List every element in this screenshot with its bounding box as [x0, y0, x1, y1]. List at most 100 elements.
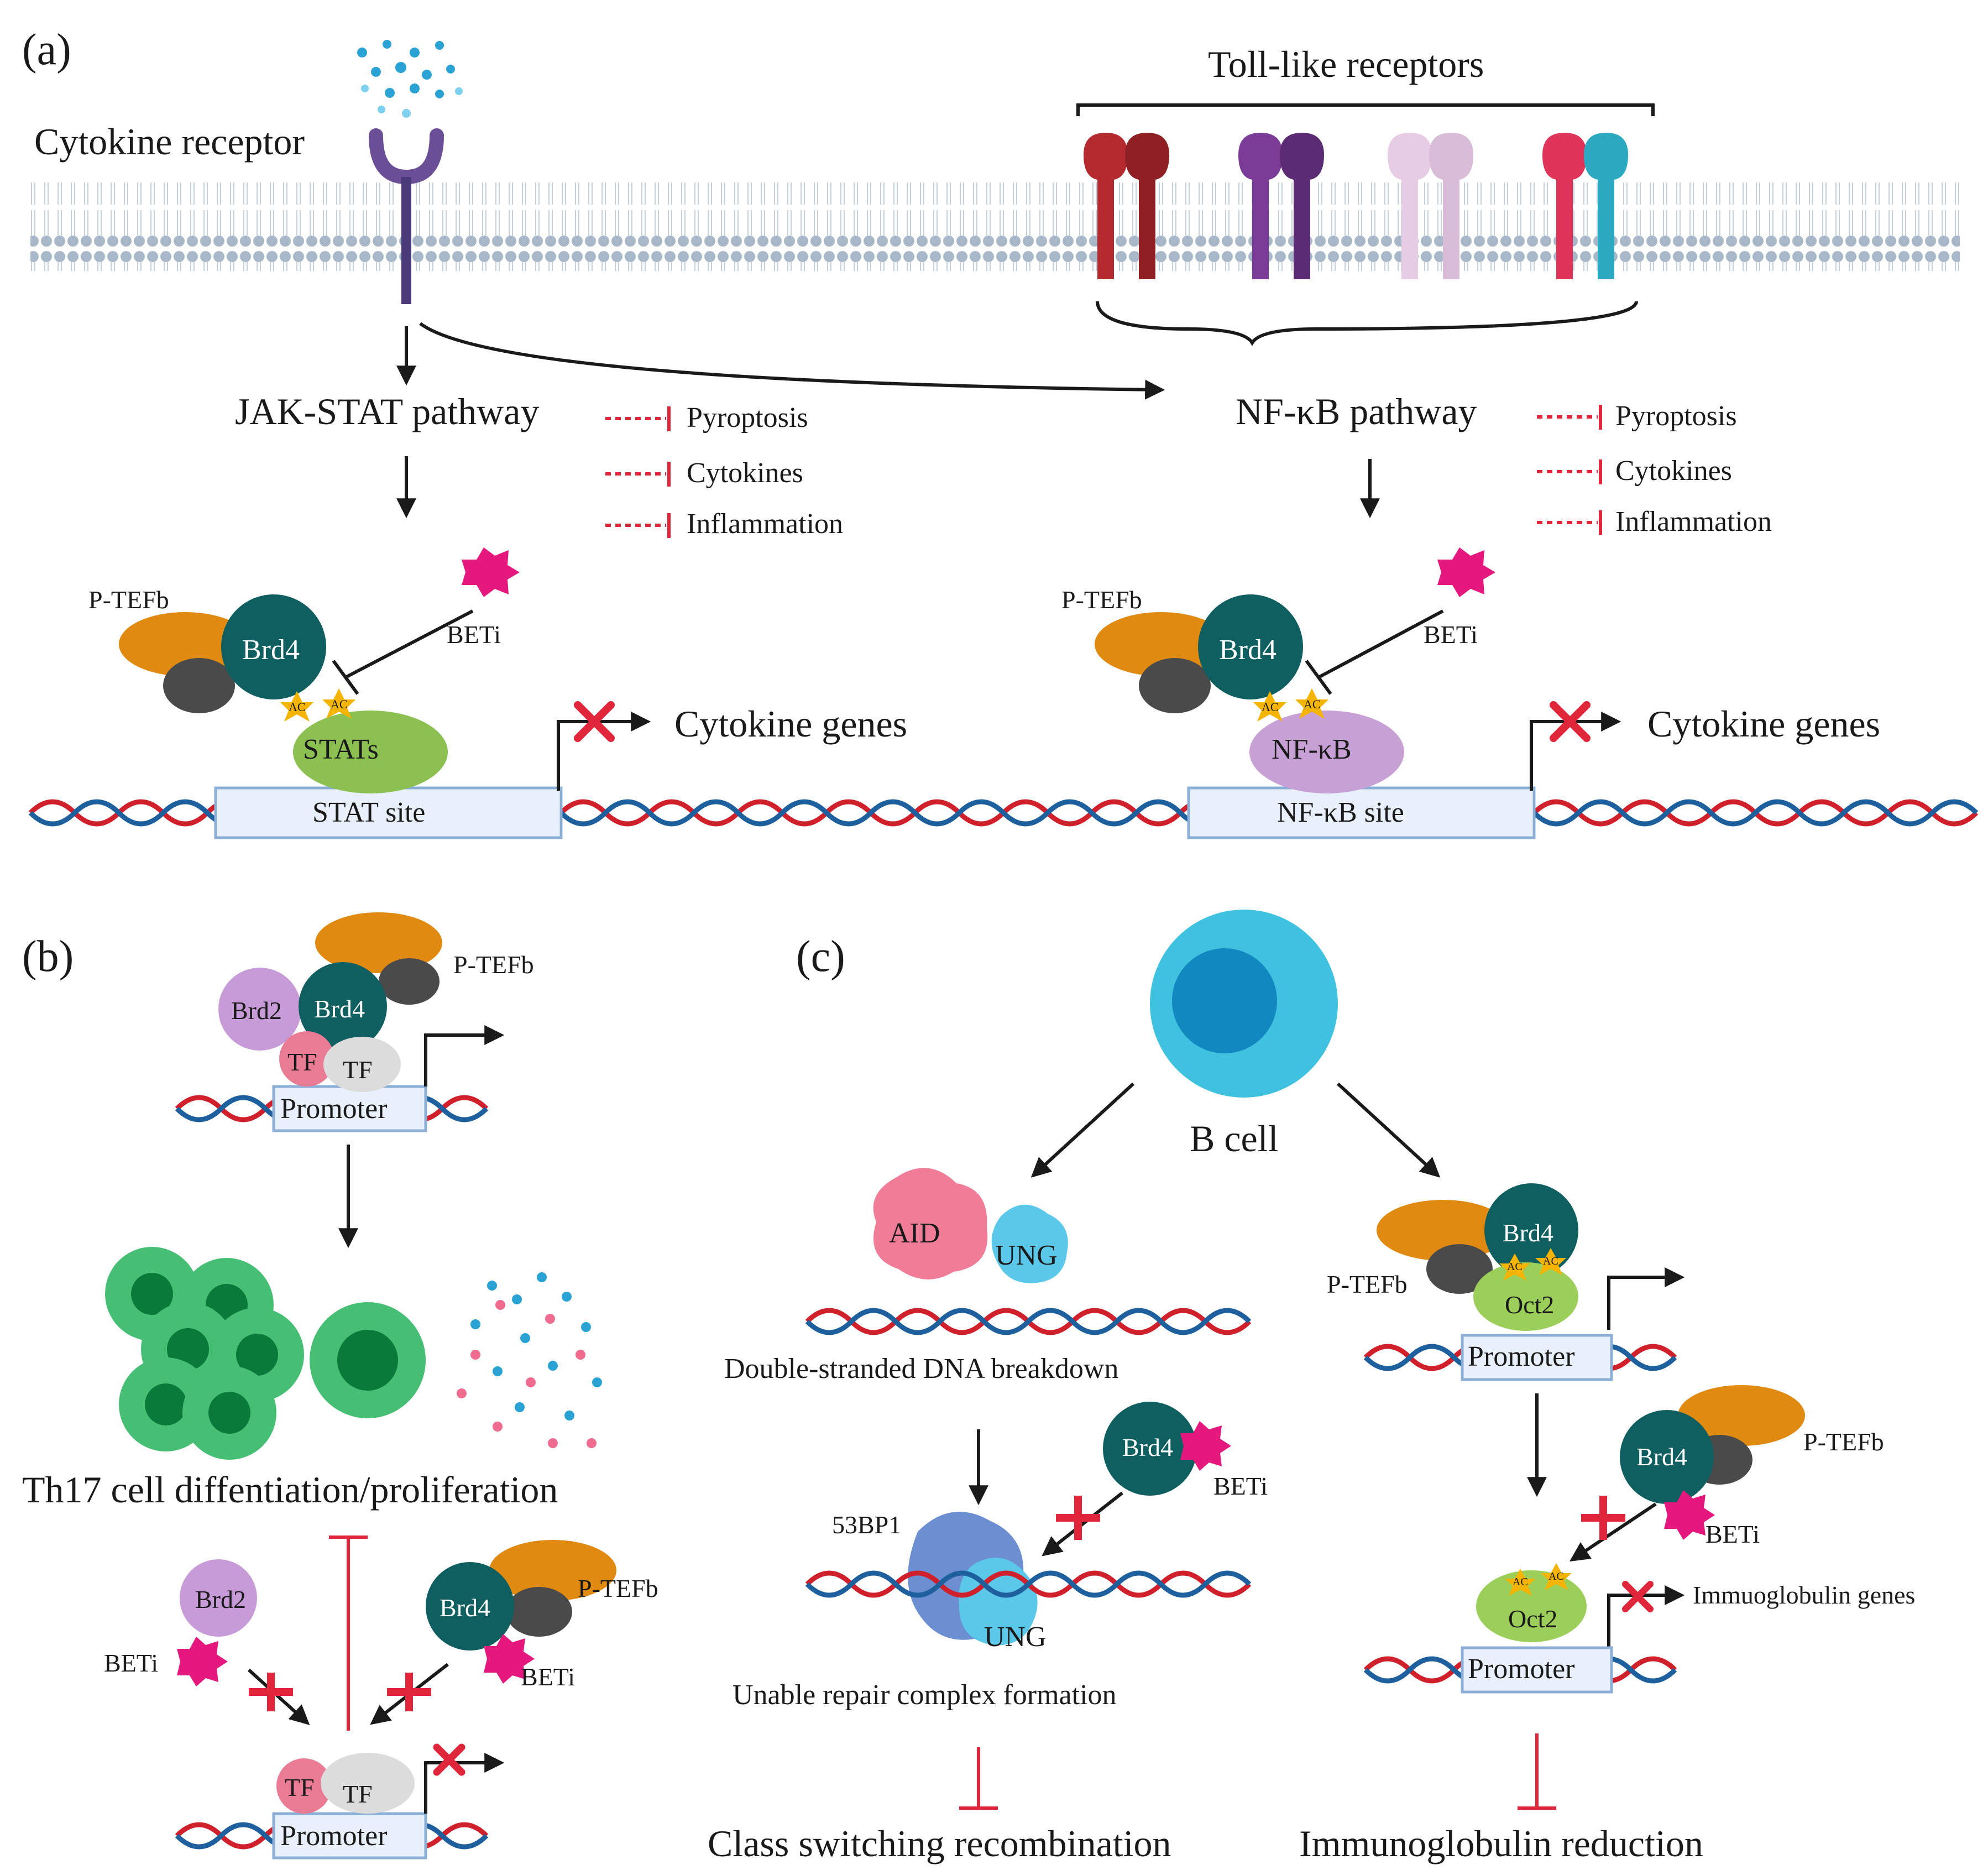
tf-label-b2b: TF: [343, 1780, 373, 1808]
ptefb-label-c1: P-TEFb: [1327, 1270, 1408, 1298]
brd4-beti-c: [1042, 1402, 1231, 1557]
nfkb-protein-label: NF-κB: [1272, 734, 1352, 765]
pathway-arrows-a: [396, 322, 1380, 519]
ac-label-a4: AC: [1304, 697, 1321, 711]
effect-pyroptosis-right: Pyroptosis: [1615, 400, 1737, 432]
ac-label-c2: AC: [1543, 1255, 1558, 1267]
tf-b-bottom: [276, 1743, 505, 1814]
effect-cytokines-right: Cytokines: [1615, 455, 1732, 487]
panel-c-label: (c): [796, 932, 845, 981]
promoter-label-c2: Promoter: [1468, 1653, 1575, 1685]
inhibit-c: [959, 1733, 1556, 1810]
brd4-label-b2: Brd4: [440, 1594, 490, 1622]
block-x-a: [574, 701, 1591, 742]
toll-like-receptors: [1076, 103, 1655, 346]
p53bp1-label: 53BP1: [832, 1511, 902, 1539]
oct2-complex-bottom: [1476, 1563, 1685, 1664]
beti-label-a2: BETi: [1424, 620, 1478, 649]
stats-label: STATs: [303, 734, 379, 765]
cytokine-receptor-label: Cytokine receptor: [34, 121, 305, 163]
promoter-label-b2: Promoter: [280, 1820, 388, 1852]
promoter-box-b-bottom: [272, 1812, 427, 1860]
th17-cells: [105, 1247, 426, 1460]
oct2-label-1: Oct2: [1505, 1291, 1555, 1319]
ptefb-label-b1: P-TEFb: [453, 950, 534, 979]
promoter-box-c-bottom: [1461, 1646, 1613, 1694]
cytokine-particles: [357, 40, 463, 118]
promoter-box-c-top: [1461, 1334, 1613, 1381]
dsb-label: Double-stranded DNA breakdown: [724, 1353, 1119, 1385]
cytokine-genes-left: Cytokine genes: [674, 703, 908, 745]
ptefb-label-a2: P-TEFb: [1061, 586, 1142, 614]
tf-label-b1b: TF: [343, 1056, 373, 1084]
tss-arrows-a: [557, 712, 1621, 791]
ac-label-a3: AC: [1262, 700, 1279, 714]
ac-label-c4: AC: [1548, 1570, 1564, 1582]
aid-label: AID: [889, 1218, 940, 1249]
arrows-c: [969, 1082, 1547, 1506]
panel-a-label: (a): [22, 25, 71, 74]
ac-label-a1: AC: [289, 700, 306, 714]
cytokine-genes-right: Cytokine genes: [1647, 703, 1881, 745]
membrane: [30, 182, 1960, 271]
brd4-label-a2: Brd4: [1219, 634, 1276, 666]
beti-label-a1: BETi: [447, 620, 501, 649]
complex-b-top: [218, 912, 505, 1092]
brd4-label-b1: Brd4: [314, 995, 365, 1023]
beti-label-b3: BETi: [521, 1663, 576, 1691]
oct2-label-2: Oct2: [1508, 1605, 1558, 1633]
cytokine-scatter-b: [457, 1272, 602, 1448]
th17-label: Th17 cell diffentiation/proliferation: [22, 1469, 558, 1511]
stat-site-label: STAT site: [312, 797, 426, 828]
ptefb-label-c2: P-TEFb: [1803, 1428, 1884, 1456]
nfkb-pathway-label: NF-κB pathway: [1236, 390, 1477, 432]
csr-label: Class switching recombination: [708, 1822, 1171, 1864]
b-cell-label: B cell: [1190, 1117, 1279, 1160]
promoter-label-b1: Promoter: [280, 1093, 388, 1125]
ig-genes-label: Immuoglobulin genes: [1693, 1581, 1916, 1609]
beti-label-b2: BETi: [104, 1649, 159, 1677]
promoter-box-b-top: [272, 1085, 427, 1132]
brd4-label-c2: Brd4: [1503, 1219, 1553, 1247]
ptefb-label-a1: P-TEFb: [88, 586, 169, 614]
complex-b-bottom: [177, 1540, 616, 1725]
ac-label-c1: AC: [1507, 1261, 1523, 1273]
ig-reduction-label: Immunoglobulin reduction: [1299, 1822, 1703, 1864]
dna-strand-c-mid: [805, 1570, 1252, 1598]
ung-label-2: UNG: [984, 1621, 1047, 1653]
ac-label-a2: AC: [331, 697, 348, 711]
tlr-label: Toll-like receptors: [1208, 43, 1484, 85]
brd2-label-b2: Brd2: [195, 1585, 246, 1613]
brd4-label-c3: Brd4: [1636, 1443, 1687, 1471]
panel-b-label: (b): [22, 932, 74, 981]
effect-inflammation-right: Inflammation: [1615, 506, 1772, 537]
unable-label: Unable repair complex formation: [733, 1679, 1117, 1711]
aid-ung: [873, 1168, 1068, 1283]
tf-label-b2a: TF: [285, 1773, 315, 1801]
effect-pyroptosis-left: Pyroptosis: [687, 402, 808, 434]
brd2-label-b1: Brd2: [231, 996, 282, 1025]
nfkb-site-label: NF-κB site: [1277, 797, 1404, 828]
beti-label-c2: BETi: [1706, 1520, 1760, 1548]
brd4-beti-c-right: [1570, 1385, 1805, 1561]
oct2-complex-top: [1377, 1183, 1685, 1331]
jak-stat-label: JAK-STAT pathway: [235, 390, 540, 432]
beti-label-c1: BETi: [1213, 1472, 1268, 1500]
effect-cytokines-left: Cytokines: [687, 457, 803, 489]
ung-label-1: UNG: [995, 1240, 1058, 1271]
promoter-label-c1: Promoter: [1468, 1341, 1575, 1372]
ptefb-label-b2: P-TEFb: [578, 1574, 658, 1602]
brd4-label-a1: Brd4: [242, 634, 300, 666]
cytokine-receptor-shape: [369, 128, 444, 304]
brd4-label-c1: Brd4: [1122, 1433, 1173, 1461]
brd4-complex-nfkb: [1095, 547, 1495, 793]
inhibition-dashes-a: [605, 405, 1602, 538]
tf-label-b1a: TF: [287, 1048, 317, 1076]
effect-inflammation-left: Inflammation: [687, 508, 844, 540]
ac-label-c3: AC: [1513, 1576, 1528, 1588]
b-cell-shape: [1150, 910, 1338, 1098]
brd4-complex-stat: [119, 547, 520, 793]
inhibit-b: [329, 1535, 368, 1731]
